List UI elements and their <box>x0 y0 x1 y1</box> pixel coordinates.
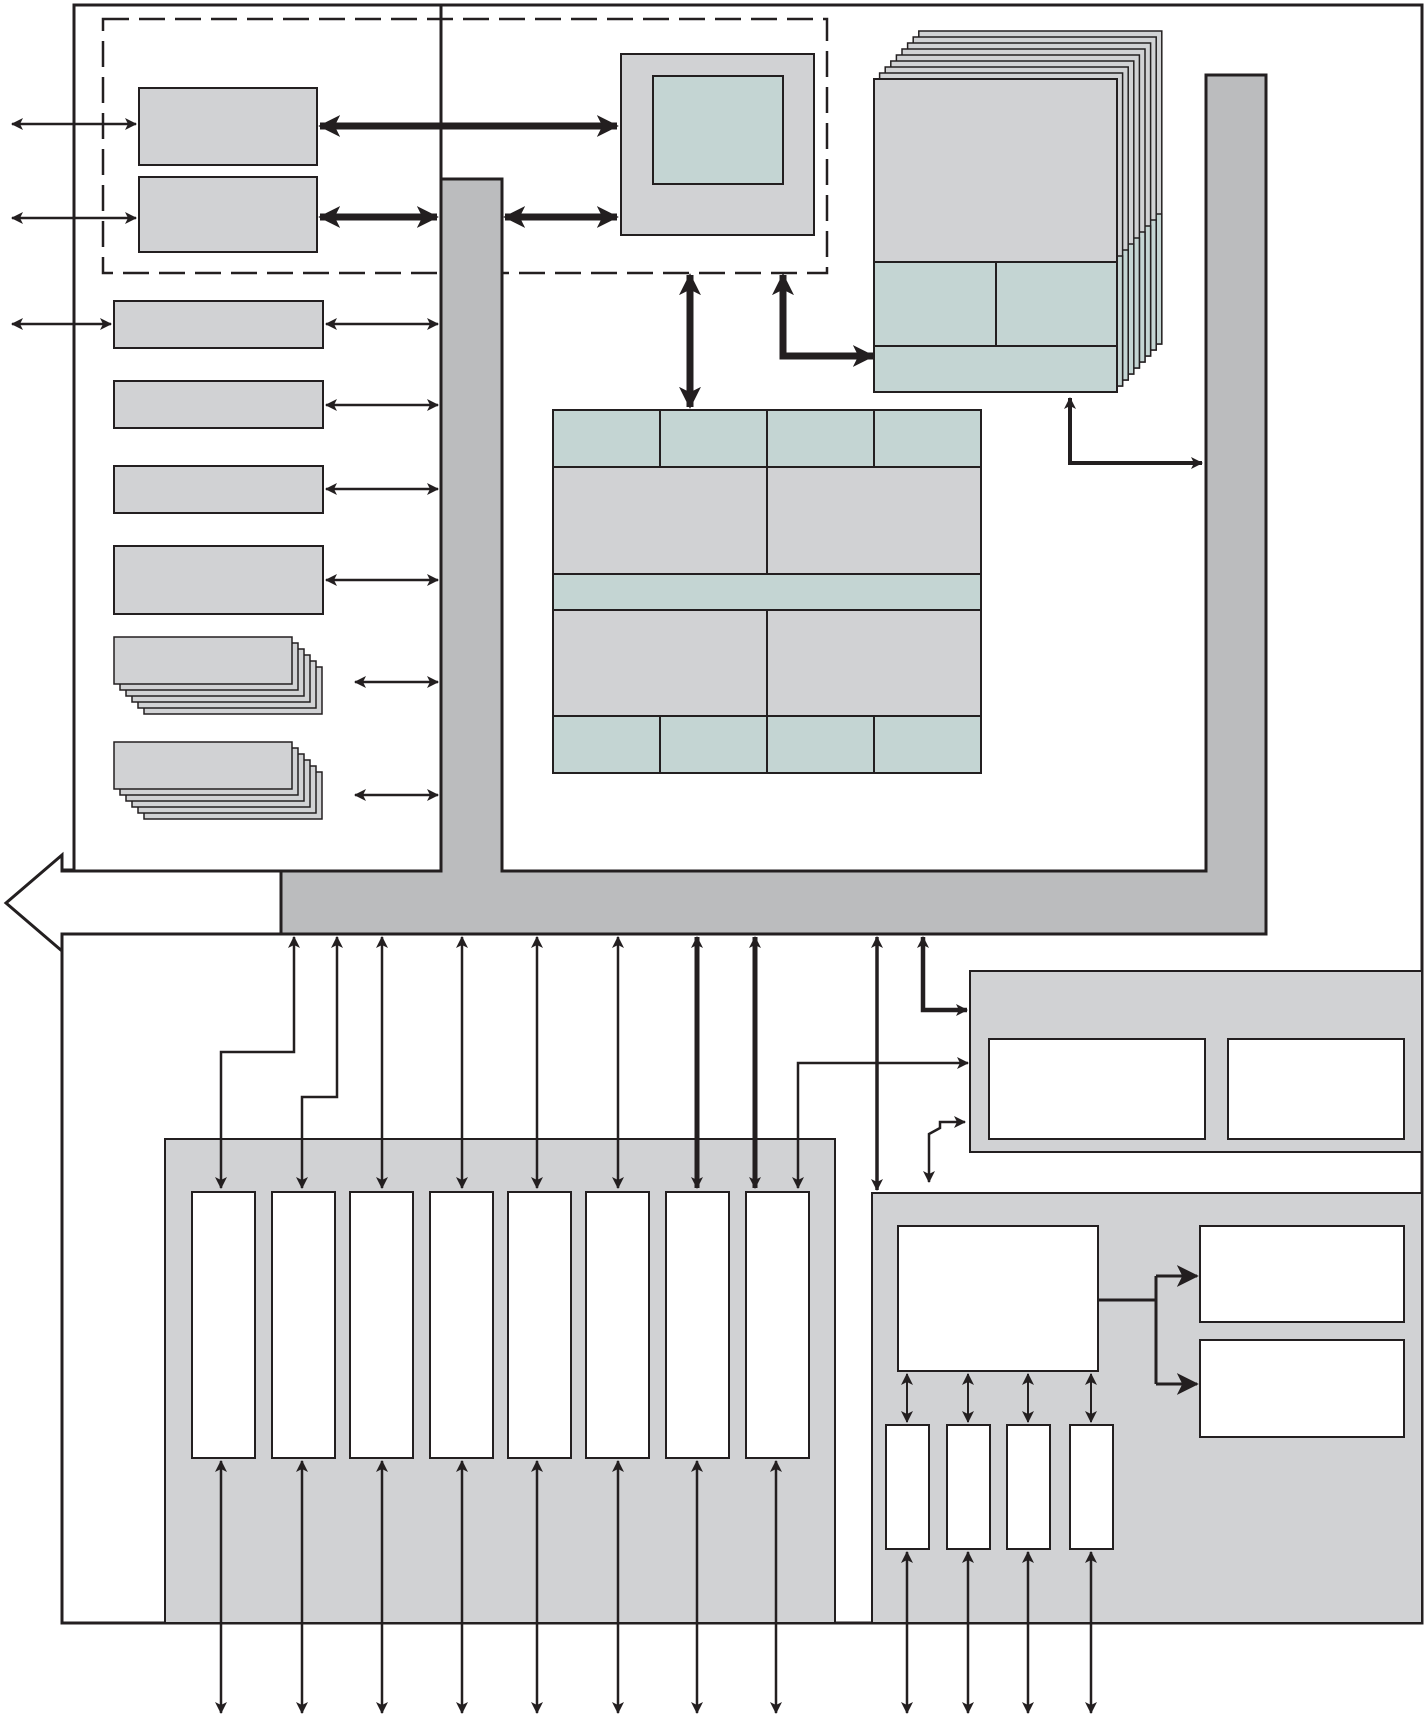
controller-output-arrows <box>1099 1265 1199 1395</box>
top-arrows <box>11 118 439 801</box>
io-block-2 <box>271 1191 336 1459</box>
memory-stack <box>873 30 1163 393</box>
debug-unit-inner <box>652 75 784 185</box>
right-lower-output-a <box>1199 1225 1405 1323</box>
external-interface-arrow <box>3 851 283 955</box>
peripheral-block-2 <box>113 380 324 429</box>
stack1-layer-0 <box>113 636 293 685</box>
io-blocks <box>191 1191 810 1459</box>
memory-to-bus-arrow <box>1064 397 1203 469</box>
io-block-3 <box>349 1191 414 1459</box>
bus-to-right-upper-arrow <box>917 936 968 1016</box>
central-memory-block <box>552 409 982 774</box>
peripheral-stack-1 <box>113 636 323 715</box>
peripheral-stack-2 <box>113 741 323 820</box>
io-block-1 <box>191 1191 256 1459</box>
bold-arrows <box>318 115 875 409</box>
controller-sub-blocks <box>885 1424 1114 1550</box>
sub-block-3 <box>1006 1424 1051 1550</box>
peripheral-block-3 <box>113 465 324 514</box>
right-lower-output-b <box>1199 1339 1405 1438</box>
cpu-core-block-2 <box>138 176 318 253</box>
io-block-6 <box>585 1191 650 1459</box>
cpu-core-block <box>138 87 318 166</box>
external-io-arrows <box>215 1460 1097 1714</box>
sub-block-2 <box>946 1424 991 1550</box>
sub-block-arrows <box>901 1373 1097 1423</box>
peripheral-block-1 <box>113 300 324 349</box>
stack2-layer-0 <box>113 741 293 790</box>
io-block-7 <box>665 1191 730 1459</box>
sub-block-1 <box>885 1424 930 1550</box>
io-panel <box>164 1138 836 1624</box>
bus-io-bold-arrows <box>691 936 761 1189</box>
sub-block-4 <box>1069 1424 1114 1550</box>
bus-io-arrows <box>215 936 969 1189</box>
io-block-4 <box>429 1191 494 1459</box>
system-bus <box>279 73 1268 936</box>
io-block-5 <box>507 1191 572 1459</box>
io-block-8 <box>745 1191 810 1459</box>
peripheral-block-4 <box>113 545 324 615</box>
right-upper-sub-a <box>988 1038 1206 1140</box>
right-upper-sub-b <box>1227 1038 1405 1140</box>
right-lower-controller <box>897 1225 1099 1372</box>
